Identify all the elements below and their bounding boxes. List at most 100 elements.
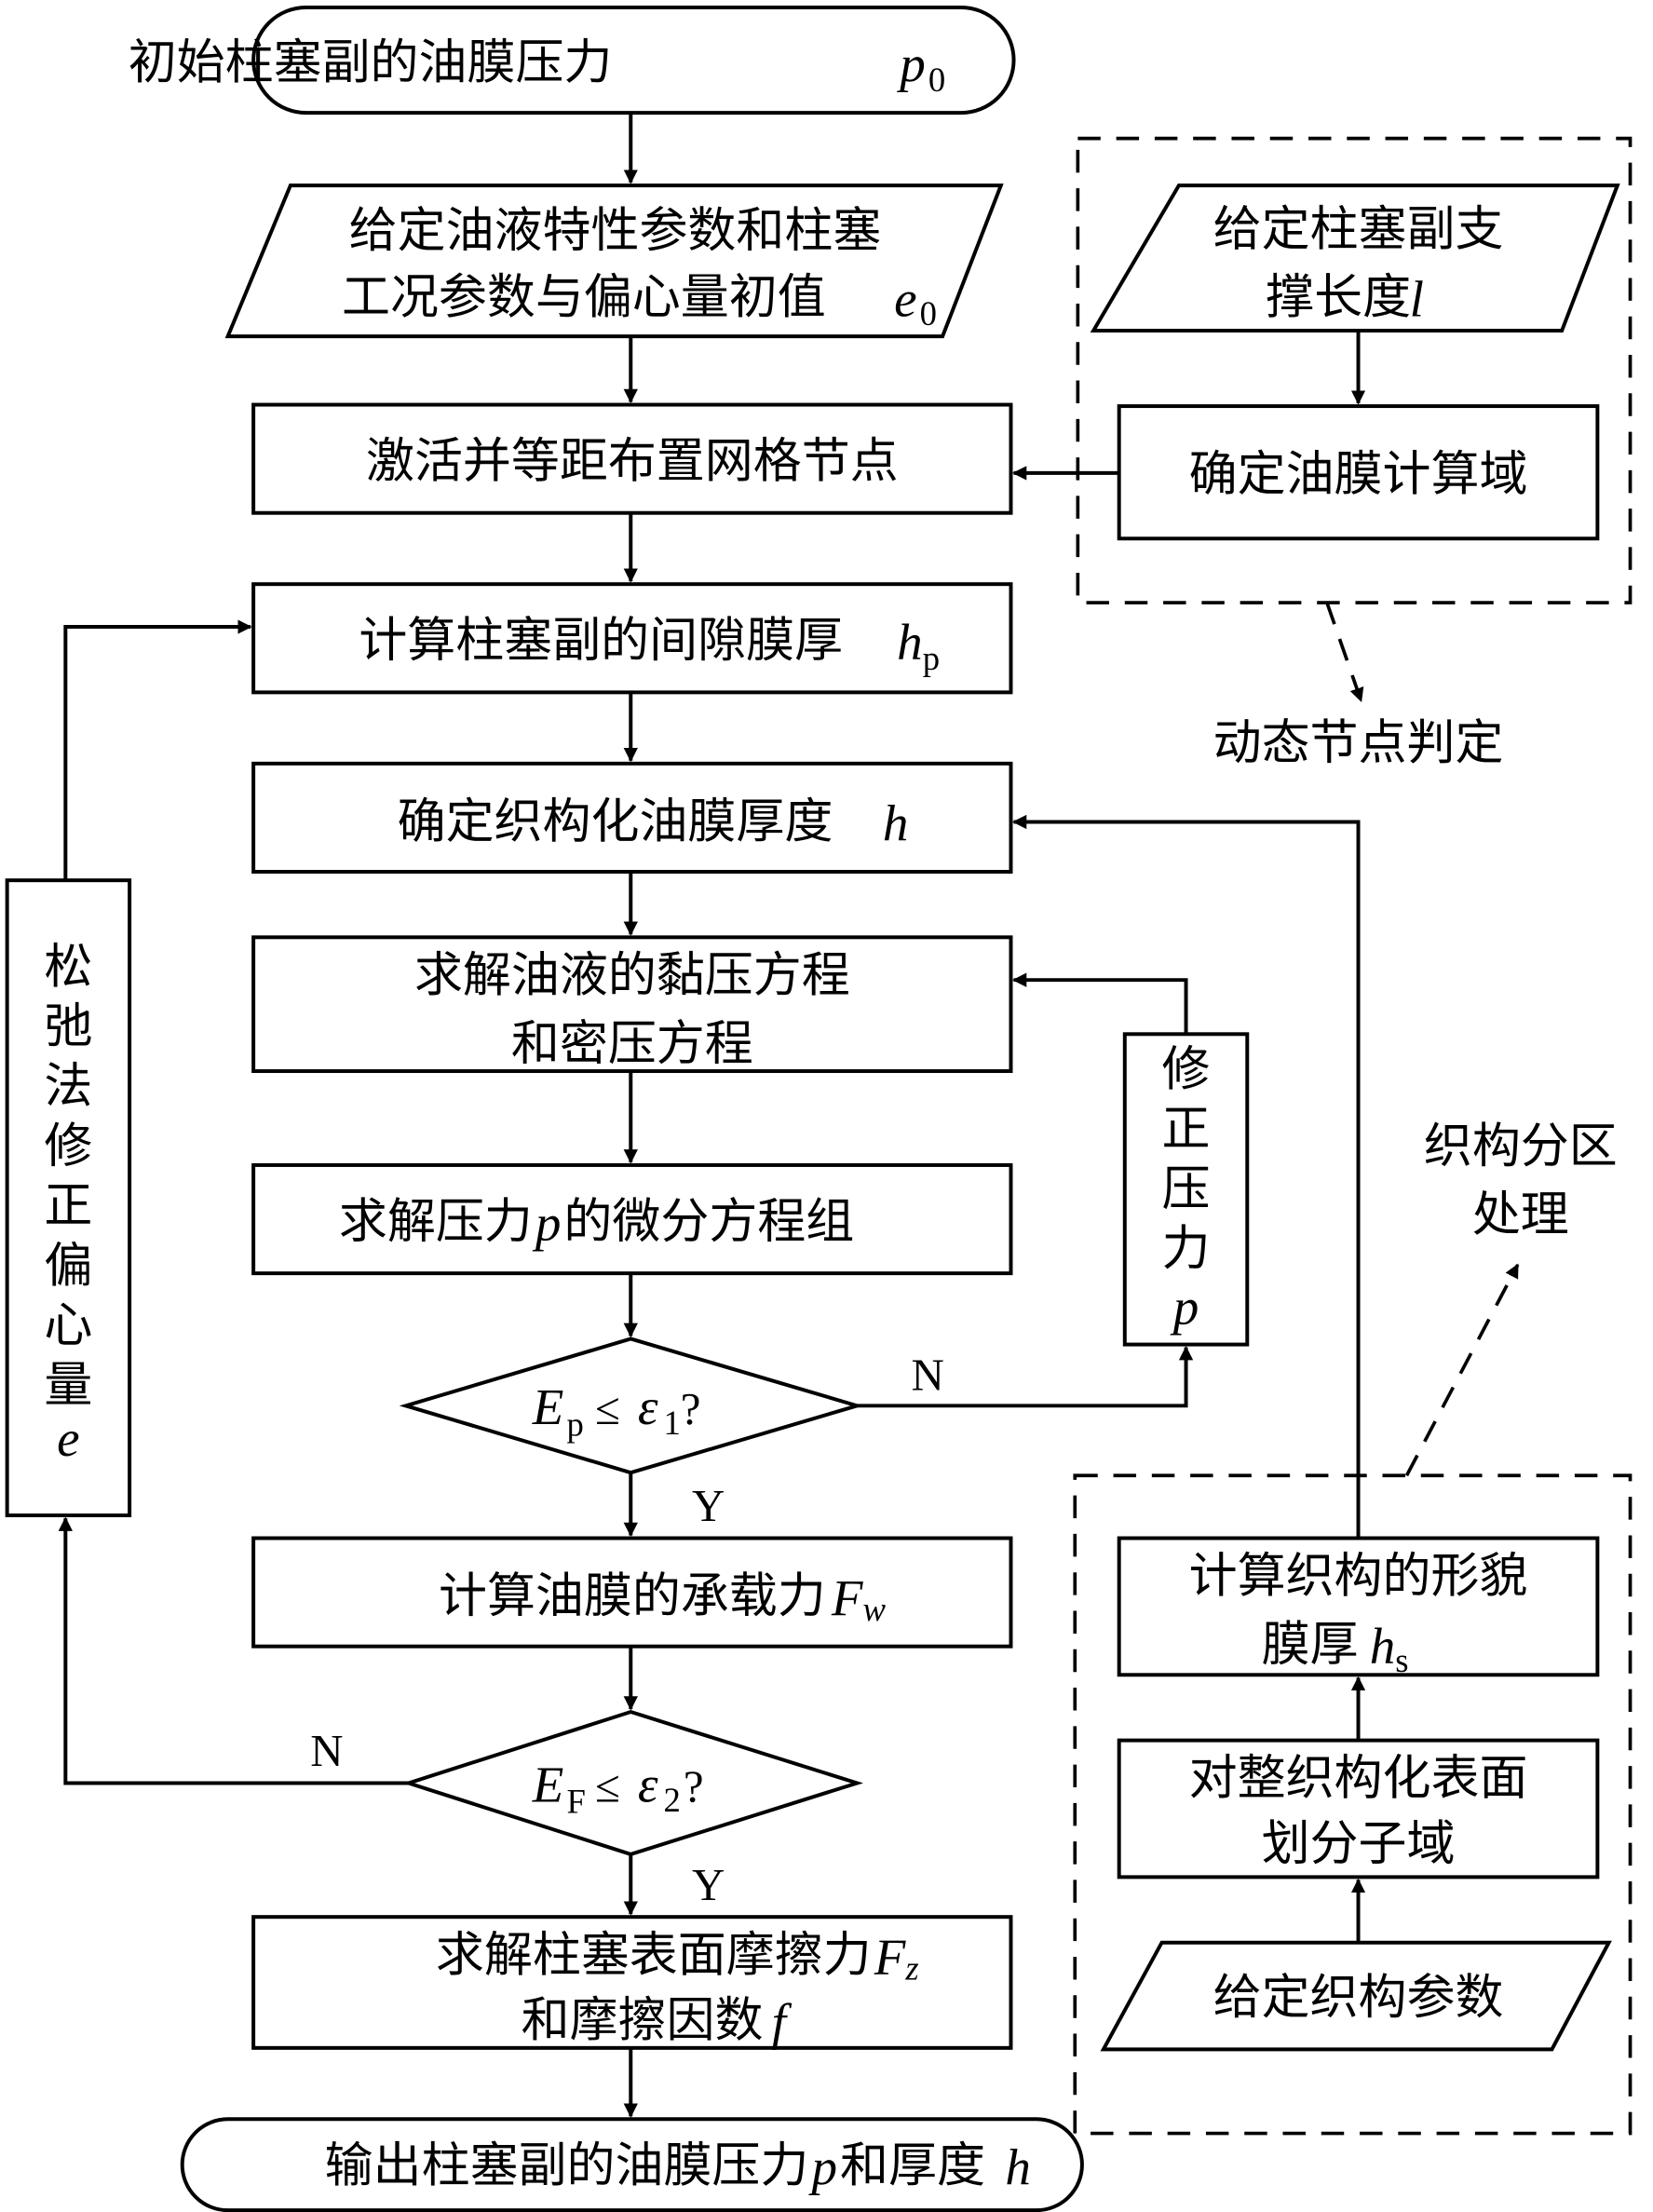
- gap-text: 计算柱塞副的间隙膜厚: [359, 613, 843, 669]
- input-params-node: 给定油液特性参数和柱塞 工况参数与偏心量初值 e 0: [224, 183, 1004, 339]
- correct-char: 力: [1162, 1221, 1211, 1277]
- relax-char: 量: [44, 1358, 92, 1414]
- correct-var: p: [1170, 1279, 1199, 1336]
- label-no-1: N: [911, 1350, 943, 1401]
- texture-params-node: 给定织构参数: [1100, 1940, 1612, 2052]
- end-var2: h: [1005, 2139, 1031, 2196]
- support-line1: 给定柱塞副支: [1213, 201, 1504, 257]
- relax-char: 修: [44, 1119, 92, 1174]
- gap-var: h: [897, 614, 923, 671]
- viscosity-node: 求解油液的黏压方程 和密压方程: [251, 935, 1013, 1074]
- correct-char: 修: [1162, 1041, 1211, 1097]
- end-var1: p: [807, 2139, 837, 2196]
- dec1-sub: p: [566, 1405, 583, 1443]
- relax-char: 松: [44, 939, 92, 995]
- gap-sub: p: [923, 639, 940, 677]
- texture-thk-sub: s: [1395, 1641, 1408, 1679]
- connectors: [58, 113, 1520, 2118]
- texture-zone-line1: 织构分区: [1424, 1119, 1618, 1174]
- correct-char: 压: [1162, 1161, 1211, 1217]
- subdomain-node: 对整织构化表面 划分子域: [1117, 1738, 1600, 1880]
- decision-force: E F ≤ ε 2 ?: [402, 1709, 863, 1856]
- compute-domain-text: 确定油膜计算域: [1189, 446, 1528, 502]
- correct-char: 正: [1162, 1102, 1211, 1158]
- subdomain-line2: 划分子域: [1262, 1816, 1456, 1872]
- texture-thk-var: h: [1370, 1618, 1396, 1675]
- texture-thk-line1: 计算织构的形貌: [1189, 1549, 1528, 1605]
- decision-pressure: E p ≤ ε 1 ?: [399, 1337, 864, 1475]
- dec1-var: E: [532, 1378, 564, 1435]
- input-sub: 0: [920, 294, 937, 332]
- relax-char: 偏: [44, 1238, 92, 1294]
- end-node: 输出柱塞副的油膜压力 p 和厚度 h: [180, 2117, 1084, 2212]
- arrow-dec1-no: [857, 1346, 1194, 1408]
- friction-node: 求解柱塞表面摩擦力 F z 和摩擦因数 f: [251, 1915, 1013, 2051]
- dec2-eps: ε: [638, 1756, 658, 1812]
- relax-char: 心: [44, 1298, 92, 1354]
- friction-var1: F: [874, 1928, 907, 1985]
- dynamic-node-group: [1076, 136, 1633, 604]
- arrow-dec2-no: [58, 1516, 409, 1785]
- texture-zone-line2: 处理: [1472, 1187, 1569, 1242]
- texture-thk-line2: 膜厚: [1262, 1617, 1359, 1673]
- texture-thickness-node: 计算织构的形貌 膜厚 h s: [1117, 1536, 1600, 1679]
- textured-thickness-node: 确定织构化油膜厚度 h: [251, 761, 1013, 874]
- friction-sub1: z: [904, 1948, 918, 1987]
- end-mid: 和厚度: [840, 2138, 985, 2194]
- viscosity-line1: 求解油液的黏压方程: [414, 947, 850, 1003]
- label-no-2: N: [310, 1725, 343, 1776]
- start-text: 初始柱塞副的油膜压力: [129, 34, 613, 90]
- input-line1: 给定油液特性参数和柱塞: [349, 203, 882, 259]
- dec1-q: ?: [681, 1383, 701, 1434]
- compute-domain-node: 确定油膜计算域: [1117, 404, 1600, 541]
- dec1-eps-sub: 1: [663, 1404, 680, 1442]
- relax-char: 正: [44, 1178, 92, 1234]
- end-pre: 输出柱塞副的油膜压力: [325, 2138, 809, 2194]
- dec2-eps-sub: 2: [663, 1781, 680, 1819]
- relax-var: e: [57, 1410, 79, 1467]
- arrow-relax-gap: [63, 619, 252, 881]
- dec1-op: ≤: [595, 1383, 620, 1434]
- relax-char: 弛: [44, 998, 92, 1054]
- grid-text: 激活并等距布置网格节点: [366, 434, 899, 490]
- dec2-q: ?: [684, 1760, 704, 1812]
- texture-zone-group: [1073, 1473, 1633, 2136]
- support-var: l: [1410, 271, 1424, 328]
- friction-line2: 和摩擦因数: [522, 1993, 764, 2049]
- dynamic-node-label: 动态节点判定: [1213, 715, 1504, 771]
- friction-line1: 求解柱塞表面摩擦力: [436, 1927, 872, 1983]
- dec2-op: ≤: [595, 1760, 620, 1812]
- pressure-eq-var: p: [532, 1195, 562, 1252]
- textured-var: h: [883, 794, 909, 851]
- support-line2: 撑长度: [1266, 270, 1411, 326]
- start-var: p: [896, 35, 926, 92]
- dec2-sub: F: [566, 1783, 585, 1821]
- grid-node: 激活并等距布置网格节点: [251, 402, 1013, 515]
- load-text: 计算油膜的承载力: [439, 1568, 826, 1624]
- start-node: 初始柱塞副的油膜压力 p 0: [129, 6, 1016, 115]
- support-length-node: 给定柱塞副支 撑长度 l: [1090, 183, 1620, 333]
- pressure-eq-node: 求解压力 p 的微分方程组: [251, 1162, 1013, 1276]
- texture-params-text: 给定织构参数: [1213, 1970, 1504, 2026]
- dec2-var: E: [532, 1756, 564, 1812]
- pressure-eq-pre: 求解压力: [339, 1194, 533, 1250]
- start-sub: 0: [928, 61, 945, 99]
- label-yes-1: Y: [692, 1480, 725, 1531]
- dashed-arrow-dynamic: [1325, 602, 1364, 702]
- label-yes-2: Y: [692, 1859, 725, 1910]
- pressure-eq-post: 的微分方程组: [563, 1194, 854, 1250]
- load-node: 计算油膜的承载力 F w: [251, 1536, 1013, 1649]
- load-sub: w: [862, 1590, 886, 1628]
- viscosity-line2: 和密压方程: [511, 1016, 753, 1072]
- arrow-correct-viscosity: [1012, 972, 1188, 1035]
- load-var: F: [831, 1569, 864, 1626]
- arrow-texture-textured: [1012, 814, 1361, 1539]
- input-line2: 工况参数与偏心量初值: [342, 270, 826, 326]
- dec1-eps: ε: [638, 1378, 658, 1435]
- gap-thickness-node: 计算柱塞副的间隙膜厚 h p: [251, 582, 1013, 695]
- textured-text: 确定织构化油膜厚度: [398, 794, 833, 849]
- dashed-arrow-texture-zone: [1404, 1263, 1520, 1477]
